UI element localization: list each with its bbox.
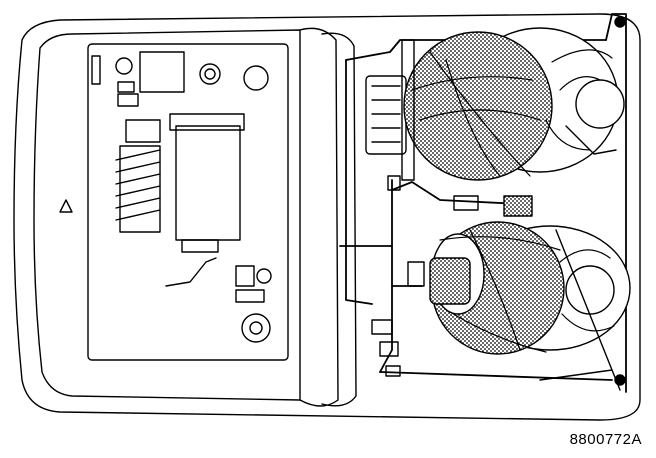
driver-head-icon: [575, 79, 625, 129]
figure-code: 8800772A: [569, 431, 642, 448]
engine-block: [175, 125, 241, 241]
sensing-module: [453, 195, 479, 211]
fluid-cap-icon: [199, 63, 221, 85]
brake-reservoir-icon: [115, 57, 133, 75]
right-impact-sensor: [379, 341, 399, 357]
suspension-tower-icon: [241, 313, 271, 343]
passenger-airbag-assembly: [429, 221, 631, 391]
washer-cap-icon: [243, 65, 269, 91]
lower-anchor-icon: [614, 374, 626, 386]
driver-airbag-assembly: [401, 27, 625, 181]
windshield: [299, 27, 339, 407]
left-impact-sensor: [371, 319, 393, 335]
vehicle-body-inner-outline: [33, 29, 301, 401]
battery: [139, 51, 185, 93]
vehicle-body-outline: [13, 13, 641, 421]
engine-compartment: [59, 43, 289, 361]
driver-airbag-cushion: [403, 31, 553, 181]
upper-anchor-icon: [614, 16, 626, 28]
center-console-connector: [503, 195, 533, 217]
